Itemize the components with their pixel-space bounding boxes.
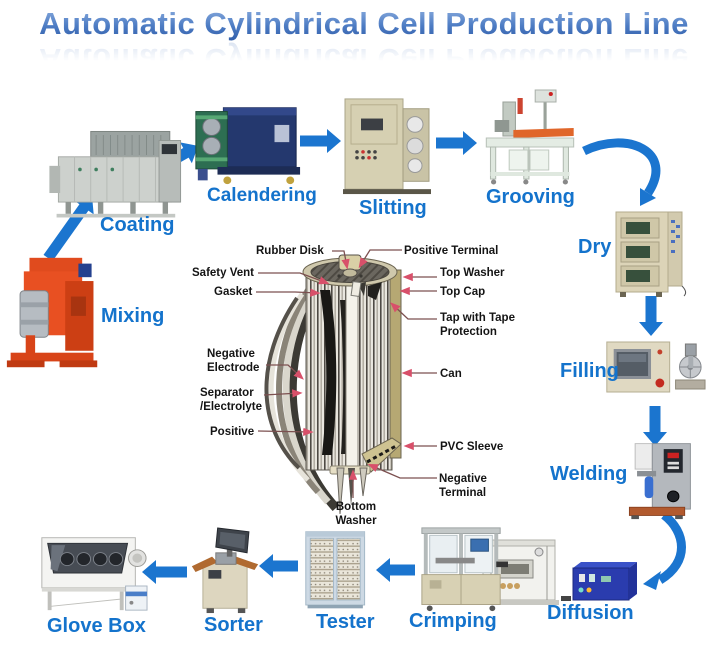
tester-machine-image [304, 530, 370, 610]
mixing-machine-image [5, 252, 101, 374]
crimping-machine-image [416, 526, 508, 612]
battery-label-gasket: Gasket [214, 286, 253, 298]
battery-label-pvc-sleeve: PVC Sleeve [440, 441, 504, 453]
calendering-machine-image [188, 102, 304, 188]
glove-box-machine-image [36, 534, 148, 612]
battery-label-negative-electrode: Negative Electrode [207, 348, 260, 375]
battery-label-tap-with-tape: Tap with Tape Protection [440, 312, 515, 339]
arrow-crimping-to-tester [376, 558, 415, 582]
battery-label-separator: Separator /Electrolyte [200, 387, 262, 414]
welding-machine-image [618, 440, 698, 520]
stage-label-sorter: Sorter [204, 614, 263, 636]
filling-machine-image [597, 336, 707, 404]
stage-label-calendering: Calendering [207, 185, 317, 206]
sorter-machine-image [190, 527, 260, 614]
battery-label-negative-terminal: Negative Terminal [439, 473, 487, 500]
page-title: Automatic Cylindrical Cell Production Li… [0, 6, 728, 42]
stage-label-coating: Coating [100, 214, 175, 236]
stage-label-welding: Welding [550, 463, 628, 485]
arrow-tester-to-sorter [259, 554, 298, 578]
stage-label-grooving: Grooving [486, 186, 575, 208]
stage-label-slitting: Slitting [359, 197, 427, 219]
battery-label-can: Can [440, 368, 462, 380]
battery-pointer-lines [256, 249, 437, 498]
stage-label-dry: Dry [578, 236, 612, 258]
battery-label-top-washer: Top Washer [440, 267, 505, 279]
stage-label-glove-box: Glove Box [47, 615, 146, 637]
battery-label-positive: Positive [210, 426, 255, 438]
battery-label-top-cap: Top Cap [440, 286, 486, 298]
battery-label-positive-terminal: Positive Terminal [404, 245, 499, 257]
battery-label-bottom-washer: Bottom Washer [335, 501, 377, 528]
coating-machine-image [44, 126, 186, 222]
battery-label-safety-vent: Safety Vent [192, 267, 254, 279]
stage-label-mixing: Mixing [101, 305, 165, 327]
slitting-machine-image [341, 95, 433, 197]
arrow-sorter-to-glovebox [142, 560, 187, 584]
page-title-reflection: Automatic Cylindrical Cell Production Li… [39, 42, 689, 77]
arrow-dry-to-filling [639, 296, 663, 336]
battery-label-rubber-disk: Rubber Disk [256, 245, 324, 257]
arrow-slitting-to-grooving [436, 131, 477, 155]
stage-label-diffusion: Diffusion [547, 602, 634, 624]
arrow-grooving-to-dry [582, 138, 661, 206]
stage-label-crimping: Crimping [409, 610, 497, 632]
grooving-machine-image [478, 89, 582, 190]
stage-label-filling: Filling [560, 360, 619, 382]
stage-label-tester: Tester [316, 611, 375, 633]
arrow-welding-to-diffusion [643, 511, 686, 590]
arrow-calendering-to-slitting [300, 129, 341, 153]
dry-machine-image [612, 210, 687, 300]
